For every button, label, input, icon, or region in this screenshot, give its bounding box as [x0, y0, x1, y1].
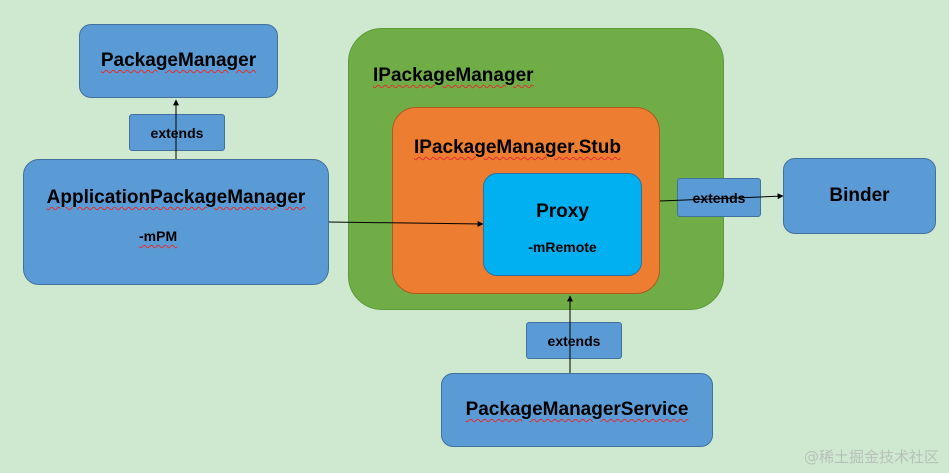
binder-box: Binder: [783, 158, 936, 234]
ipackage-manager-stub-label: IPackageManager.Stub: [414, 137, 621, 158]
package-manager-service-label: PackageManagerService: [465, 399, 689, 420]
extends-right-text: extends: [692, 189, 746, 206]
proxy-label: Proxy: [536, 201, 589, 222]
watermark: @稀土掘金技术社区: [803, 448, 939, 466]
ipackage-manager-label: IPackageManager: [373, 65, 534, 86]
extends-label-bottom: extends: [526, 322, 622, 359]
package-manager-box: PackageManager: [79, 24, 278, 98]
proxy-field-mremote: -mRemote: [528, 239, 597, 255]
application-package-manager-field-mpm: -mPM: [139, 228, 178, 244]
application-package-manager-box: ApplicationPackageManager -mPM: [23, 159, 329, 285]
package-manager-service-box: PackageManagerService: [441, 373, 713, 447]
package-manager-label: PackageManager: [100, 50, 257, 71]
extends-bottom-text: extends: [547, 332, 601, 349]
application-package-manager-label: ApplicationPackageManager: [46, 187, 306, 208]
binder-label: Binder: [829, 185, 890, 206]
extends-label-right: extends: [677, 178, 761, 217]
proxy-box: Proxy -mRemote: [483, 173, 642, 276]
extends-label-top: extends: [129, 114, 225, 151]
extends-top-text: extends: [150, 124, 204, 141]
